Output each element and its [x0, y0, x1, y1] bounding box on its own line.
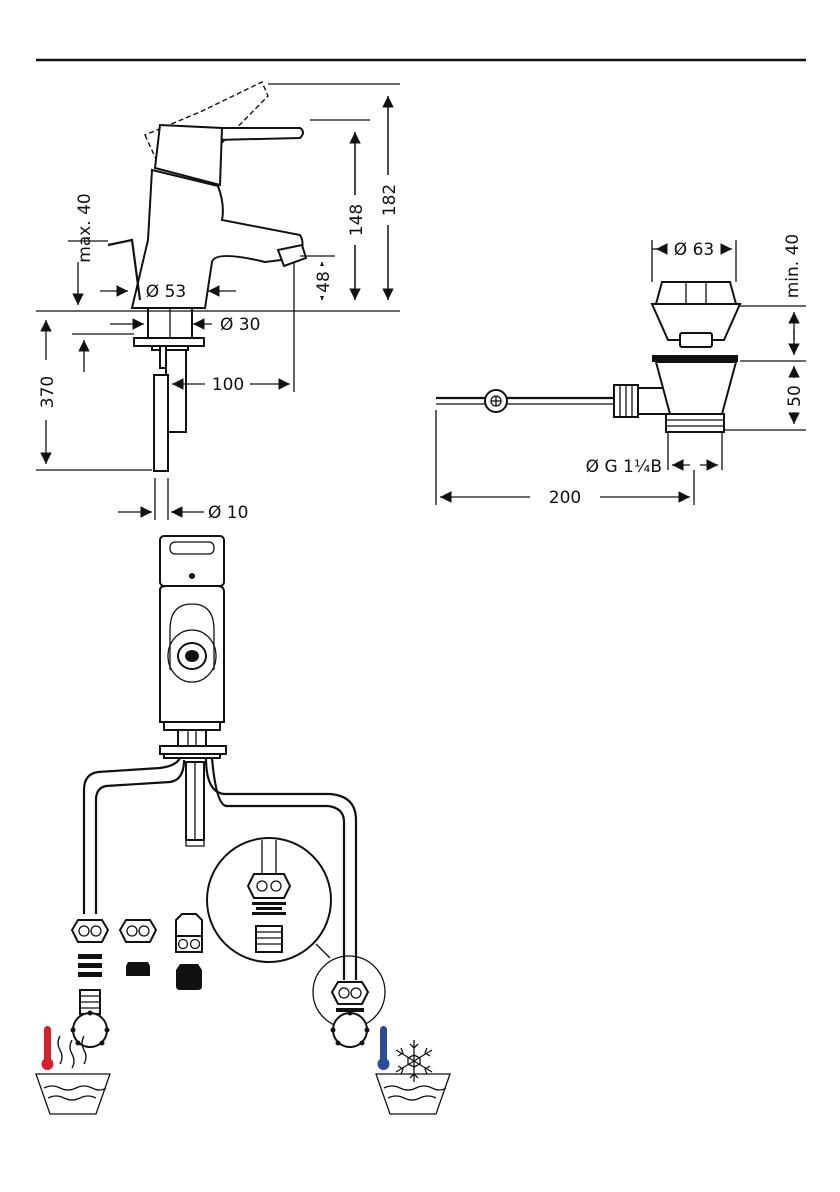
thermometer-hot-icon: [42, 1026, 54, 1070]
dim-48: 48: [314, 271, 334, 293]
cold-connection: [331, 982, 370, 1047]
hot-connection: [71, 920, 110, 1047]
dim-182: 182: [380, 184, 400, 216]
faucet-side-view: [108, 82, 306, 471]
waste-valve-dimensions: Ø 63 min. 40 50 Ø G 1¼B 200: [436, 234, 806, 508]
cold-water-basin-icon: [376, 1074, 450, 1114]
spare-fitting-2: [176, 914, 202, 990]
dim-200: 200: [549, 488, 581, 508]
dim-100: 100: [212, 375, 244, 395]
dim-d30: Ø 30: [220, 315, 260, 335]
dim-148: 148: [347, 204, 367, 236]
spare-fitting-1: [120, 920, 156, 976]
dim-min-40: min. 40: [783, 234, 803, 299]
waste-valve-drawing: [436, 282, 740, 432]
dim-370: 370: [38, 376, 58, 408]
dim-d63: Ø 63: [674, 240, 714, 260]
thermometer-cold-icon: [378, 1026, 390, 1070]
dim-50: 50: [785, 385, 805, 407]
dim-d53: Ø 53: [146, 282, 186, 302]
dim-thread: Ø G 1¼B: [586, 457, 662, 477]
dim-d10: Ø 10: [208, 503, 248, 523]
dim-max-40: max. 40: [75, 193, 95, 262]
snowflake-icon: [396, 1040, 432, 1082]
